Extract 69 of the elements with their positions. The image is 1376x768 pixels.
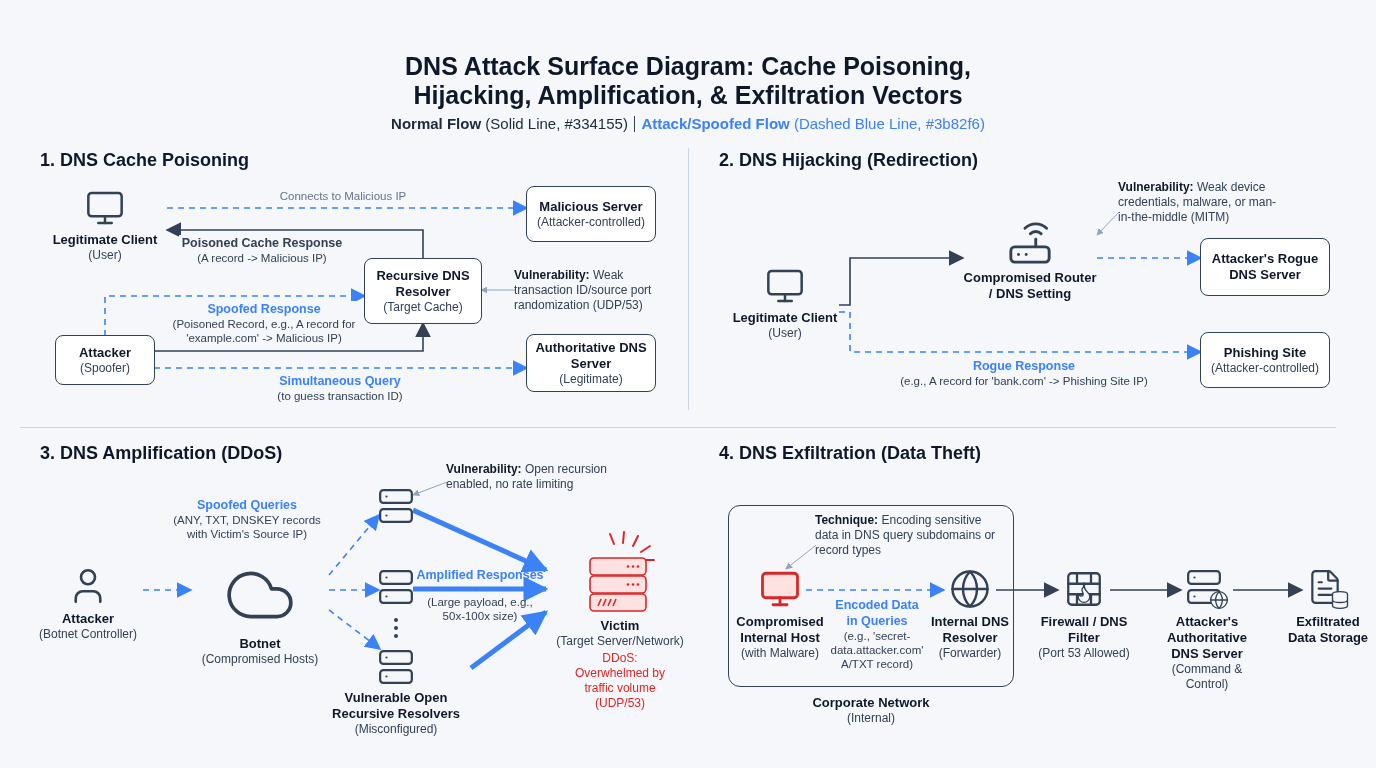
arrow (328, 582, 381, 598)
node-title: Attacker's Rogue DNS Server (1210, 251, 1320, 283)
leader-line (412, 481, 448, 496)
node-subtitle: (Port 53 Allowed) (1038, 646, 1130, 661)
server-box (526, 334, 656, 392)
node-title: Legitimate Client (52, 232, 158, 248)
arrow (469, 610, 548, 671)
node-title: Compromised Internal Host (735, 614, 825, 646)
arrow (165, 222, 424, 260)
node-subtitle: (Compromised Hosts) (201, 652, 319, 667)
node-title: Legitimate Client (732, 310, 838, 326)
node-subtitle: (Target Cache) (383, 299, 463, 315)
node-title: Attacker's Authoritative DNS Server (1165, 614, 1249, 662)
section-heading: 4. DNS Exfiltration (Data Theft) (719, 442, 982, 465)
node-title: Corporate Network (812, 695, 930, 711)
annotation-text: Technique: Encoding sensitive data in DNS query subdomains or record types (815, 513, 997, 558)
node-subtitle: (with Malware) (741, 646, 819, 661)
alert-text: DDoS: Overwhelmed by traffic volume (UDP/53) (573, 651, 666, 711)
node-title: Vulnerable Open Recursive Resolvers (331, 690, 461, 722)
server-box (1200, 238, 1330, 296)
node-title: Authoritative DNS Server (535, 339, 647, 372)
legend-text: Normal Flow (Solid Line, #334155) (391, 114, 628, 134)
node-subtitle: (Legitimate) (559, 371, 623, 387)
annotation-text: Vulnerability: Weak transaction ID/source port randomization (UDP/53) (514, 268, 653, 313)
server-box (526, 186, 656, 242)
diagram-title: DNS Attack Surface Diagram: Cache Poisoning, Hijacking, Amplification, & Exfiltration Vectors (404, 52, 972, 110)
section-heading: 3. DNS Amplification (DDoS) (40, 442, 283, 465)
node-title: Attacker (62, 611, 114, 627)
arrow (1232, 582, 1304, 598)
node-subtitle: (Command & Control) (1170, 662, 1244, 692)
node-title: Malicious Server (539, 198, 643, 215)
node-title: Phishing Site (1223, 344, 1307, 361)
arrow (1109, 581, 1183, 598)
node-title: Attacker (79, 344, 131, 361)
legend-text: Attack/Spoofed Flow (Dashed Blue Line, #3b82f6) (641, 114, 985, 134)
leader-line (480, 286, 516, 294)
section-heading: 1. DNS Cache Poisoning (40, 149, 250, 172)
node-subtitle: (Botnet Controller) (38, 627, 137, 642)
node-subtitle: (Spoofer) (80, 360, 130, 376)
node-title: Firewall / DNS Filter (1039, 614, 1129, 646)
arrow (328, 609, 382, 650)
arrow (838, 250, 965, 306)
node-title: Exfiltrated Data Storage (1286, 614, 1370, 646)
resolver-box (364, 258, 482, 324)
leader-line (785, 544, 817, 570)
node-subtitle: (User) (768, 326, 802, 341)
node-subtitle: (User) (88, 248, 122, 263)
node-subtitle: (Internal) (847, 711, 895, 726)
node-subtitle: (Target Server/Network) (556, 634, 684, 649)
node-subtitle: (Forwarder) (938, 646, 1002, 661)
node-title: Victim (600, 618, 640, 634)
leader-line (1096, 211, 1120, 236)
arrow (328, 513, 380, 576)
website-box (1200, 332, 1330, 388)
arrow (995, 582, 1060, 598)
node-title: Compromised Router / DNS Setting (962, 270, 1098, 302)
node-subtitle: (Misconfigured) (354, 722, 438, 737)
node-subtitle: (Attacker-controlled) (536, 214, 645, 230)
section-heading: 2. DNS Hijacking (Redirection) (719, 149, 979, 172)
node-subtitle: (Attacker-controlled) (1210, 360, 1319, 376)
node-title: Internal DNS Resolver (930, 614, 1010, 646)
attacker-box (55, 335, 155, 385)
arrow (142, 582, 193, 598)
arrow (805, 582, 946, 598)
arrow (411, 507, 549, 573)
annotation-text: Vulnerability: Weak device credentials, malware, or man-in-the-middle (MITM) (1118, 180, 1278, 225)
node-title: Recursive DNS Resolver (375, 267, 471, 300)
node-title: Botnet (239, 636, 281, 652)
annotation-text: Vulnerability: Open recursion enabled, no rate limiting (446, 462, 608, 492)
